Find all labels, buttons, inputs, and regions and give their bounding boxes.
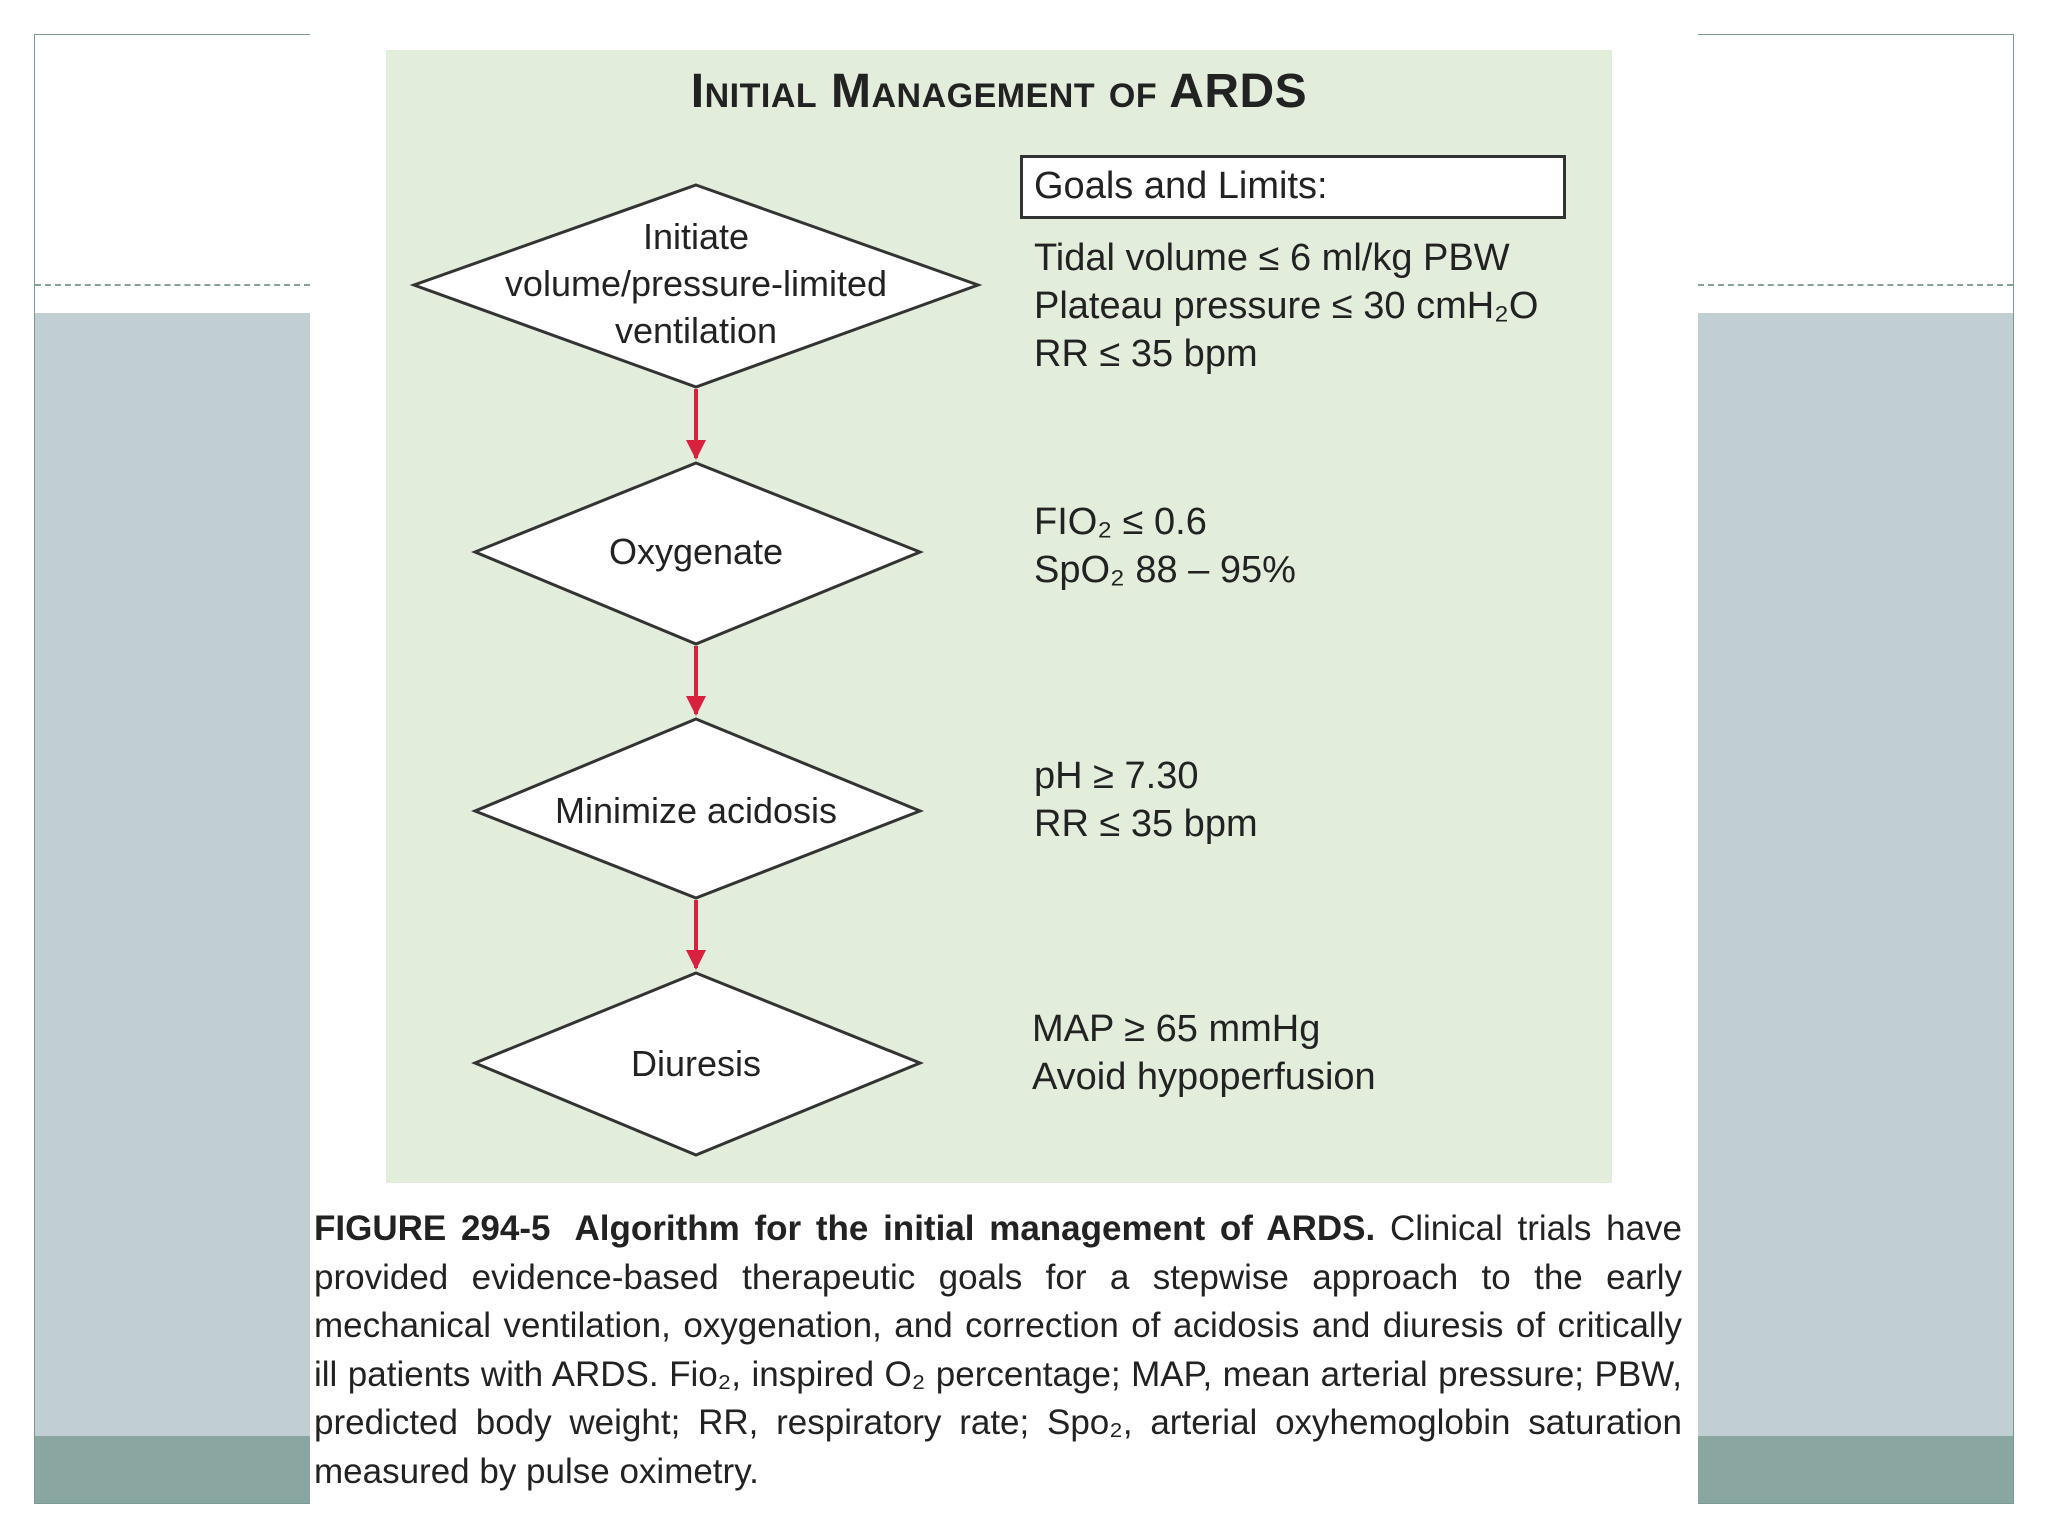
limit-tidal-volume: Tidal volume ≤ 6 ml/kg PBW [1034,237,1510,279]
limit-rr-ventilation: RR ≤ 35 bpm [1034,333,1258,375]
limit-ph: pH ≥ 7.30 [1034,755,1199,797]
caption-figure-number: FIGURE 294-5 [314,1209,551,1248]
figure-caption: FIGURE 294-5 Algorithm for the initial ma… [314,1205,1682,1496]
limit-plateau-pressure: Plateau pressure ≤ 30 cmH₂O [1034,285,1539,327]
step-acidosis-label: Minimize acidosis [554,790,838,831]
limit-hypoperfusion: Avoid hypoperfusion [1032,1056,1376,1098]
limit-rr-acidosis: RR ≤ 35 bpm [1034,803,1258,845]
limit-map: MAP ≥ 65 mmHg [1032,1008,1321,1050]
step-ventilation-label: Initiate volume/pressure-limited ventila… [504,216,888,351]
step-diuresis-label: Diuresis [630,1043,762,1084]
slide-divider-left [35,284,310,286]
slide-divider-right [1698,284,2013,286]
limit-fio2: FIO₂ ≤ 0.6 [1034,501,1207,543]
diamond-ventilation [409,183,983,389]
diamond-acidosis [471,717,925,900]
limit-spo2: SpO₂ 88 – 95% [1034,549,1296,591]
goals-heading: Goals and Limits: [1034,165,1328,207]
step-oxygenate-label: Oxygenate [608,531,784,572]
figure-title: Initial Management of ARDS [690,65,1308,118]
goals-box [1020,155,1566,219]
diamond-diuresis [471,971,924,1157]
diamond-oxygenate [471,461,925,646]
caption-heading: Algorithm for the initial management of … [574,1209,1376,1248]
caption-body: Clinical trials have provided evidence-b… [314,1209,1682,1491]
